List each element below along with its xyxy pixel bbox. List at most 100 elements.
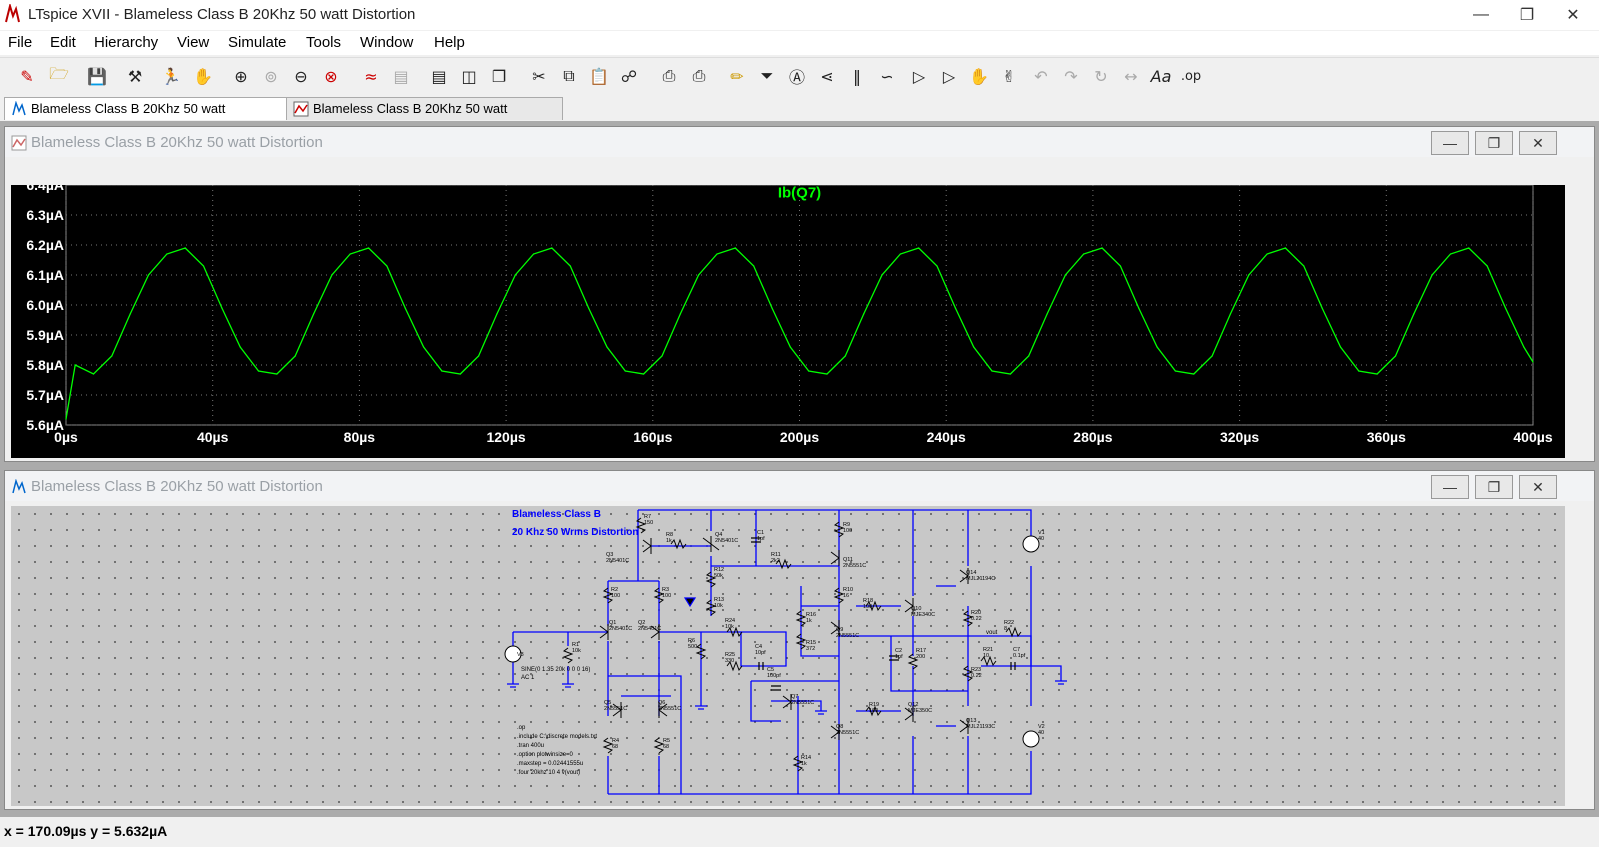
cascade-icon[interactable]: ❐ [491,66,507,86]
menu-edit[interactable]: Edit [50,34,76,51]
print-preview-icon[interactable]: ⎙ [662,66,676,85]
schematic-close-button[interactable]: ✕ [1519,475,1557,499]
restore-button[interactable]: ❐ [1519,7,1535,24]
capacitor-icon[interactable]: ‖ [853,66,861,86]
inductor-icon[interactable]: ∽ [880,66,894,86]
text-icon[interactable]: Aa [1150,66,1172,86]
menu-hierarchy[interactable]: Hierarchy [94,34,159,51]
menu-tools[interactable]: Tools [306,34,342,51]
pan-icon[interactable]: ⊚ [264,66,278,86]
redo-icon[interactable]: ↷ [1064,66,1078,86]
resistor-icon[interactable]: ⋖ [820,66,834,86]
menu-window[interactable]: Window [360,34,414,51]
undo-icon[interactable]: ↶ [1034,66,1048,86]
fft-icon[interactable]: ▤ [393,66,409,86]
rotate-icon[interactable]: ↻ [1094,66,1108,86]
save-icon[interactable]: 💾 [87,66,107,86]
diode-icon[interactable]: ▷ [912,66,926,86]
menu-help[interactable]: Help [434,34,465,51]
menu-simulate[interactable]: Simulate [228,34,287,51]
copy-icon[interactable]: ⧉ [563,66,575,85]
new-schematic-icon[interactable]: ✎ [20,66,34,86]
zoom-fit-icon[interactable]: ⊗ [324,66,338,86]
label-net-icon[interactable]: Ⓐ [788,68,805,87]
open-folder-icon[interactable]: 🗁 [49,63,69,83]
zoom-in-icon[interactable]: ⊕ [234,66,248,86]
waveform-close-button[interactable]: ✕ [1519,131,1557,155]
waveform-minimize-button[interactable]: — [1431,131,1469,155]
move-hand-icon[interactable]: ✋ [969,66,989,86]
wire-icon[interactable]: ✏ [730,66,744,86]
tab-schematic[interactable]: Blameless Class B 20Khz 50 watt Distorti… [4,97,288,138]
close-button[interactable]: ✕ [1566,7,1580,24]
run-icon[interactable]: 🏃 [161,66,181,86]
menu-file[interactable]: File [8,34,33,51]
schematic-maximize-button[interactable]: ❐ [1475,475,1513,499]
waveform-maximize-button[interactable]: ❐ [1475,131,1513,155]
menu-view[interactable]: View [177,34,210,51]
print-icon[interactable]: ⎙ [692,66,706,85]
part-label-v3[interactable]: V3 [517,652,524,658]
autorange-icon[interactable]: ≈ [364,66,378,86]
spice-directive-icon[interactable]: .op [1180,68,1202,84]
mirror-icon[interactable]: ↔ [1124,66,1138,86]
tab-waveform[interactable]: Blameless Class B 20Khz 50 watt Distorti… [286,97,563,138]
minimize-button[interactable]: — [1473,6,1489,23]
spice-directives[interactable]: .op .include C:\discrete models.txt .tra… [517,724,597,778]
schematic-minimize-button[interactable]: — [1431,475,1469,499]
drag-hand-icon[interactable]: ✌ [1002,66,1016,86]
paste-icon[interactable]: 📋 [589,66,609,86]
halt-icon[interactable]: ✋ [193,66,213,86]
control-panel-icon[interactable]: ⚒ [127,66,143,86]
tile-vertical-icon[interactable]: ◫ [461,66,477,86]
tile-horizontal-icon[interactable]: ▤ [431,66,447,86]
zoom-out-icon[interactable]: ⊖ [294,66,308,86]
